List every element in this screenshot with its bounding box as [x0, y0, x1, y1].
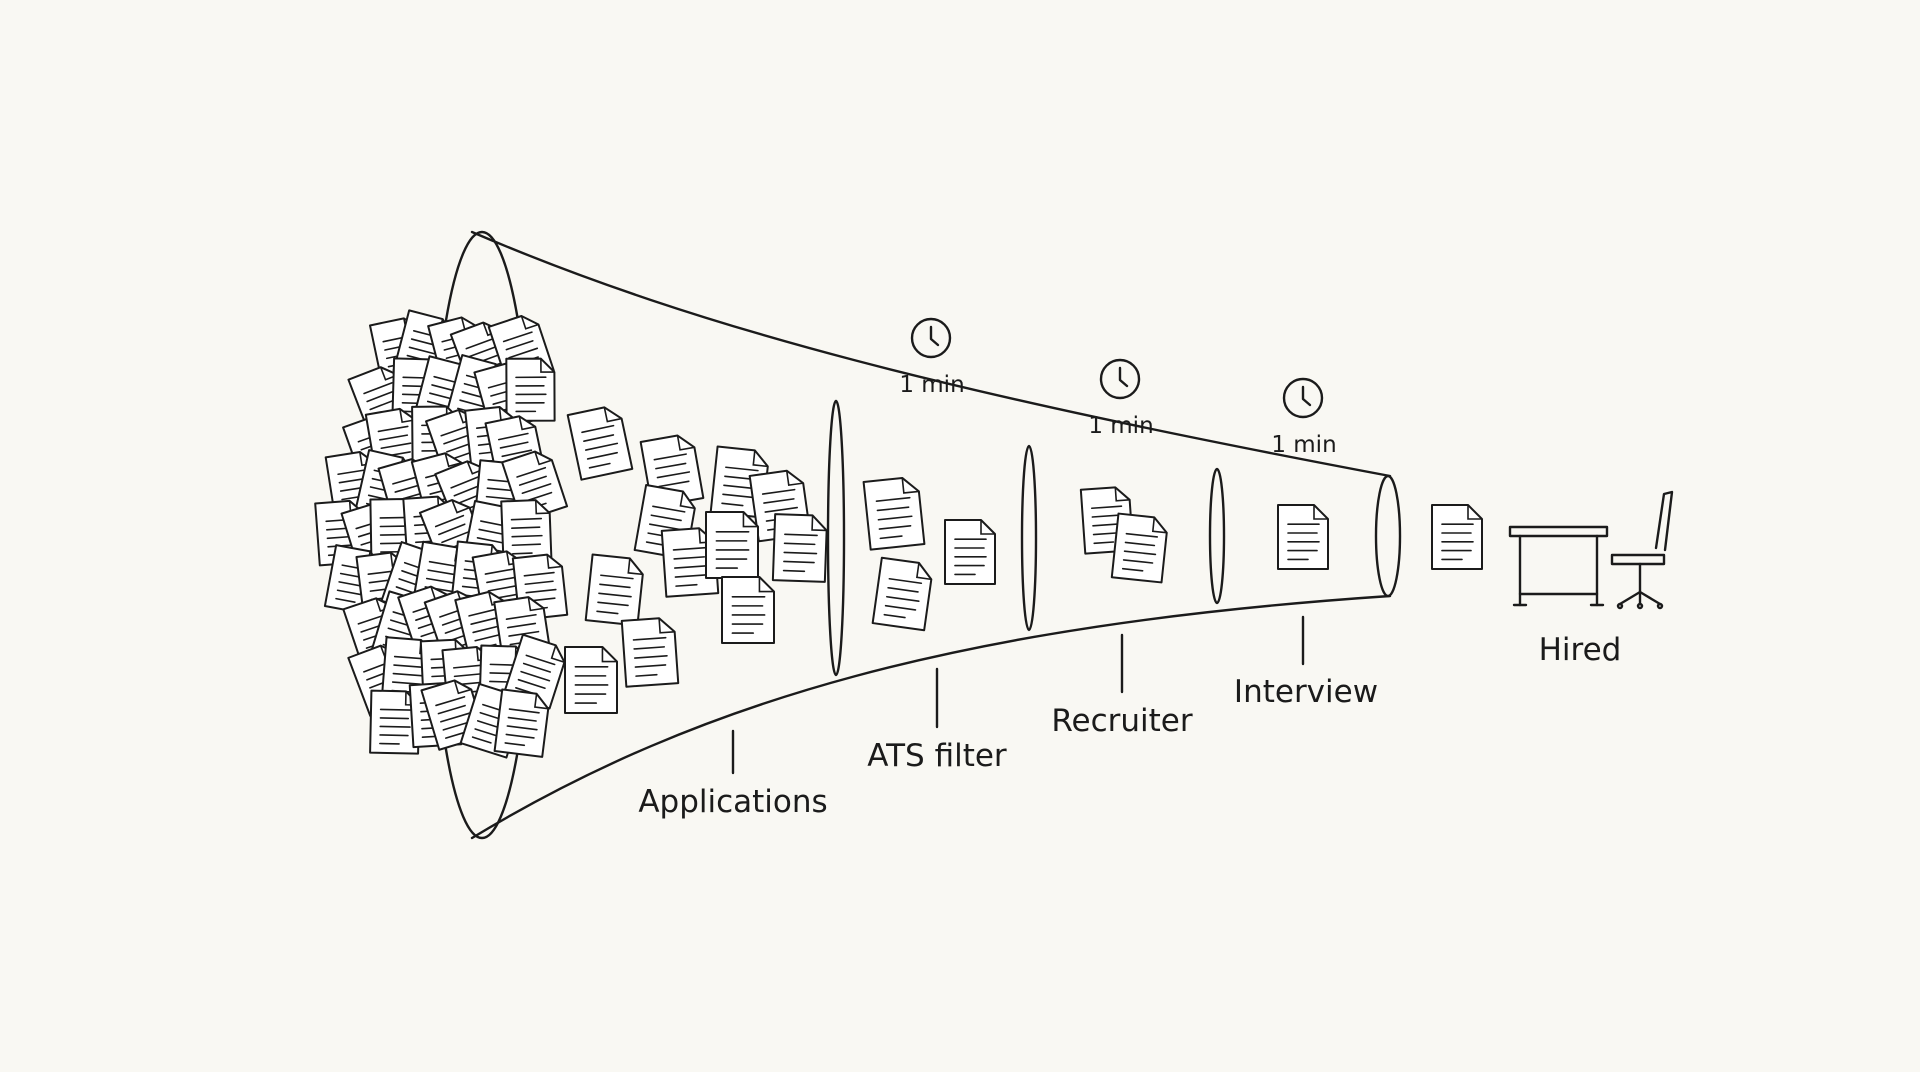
stage-documents	[564, 406, 1483, 714]
document-icon	[705, 511, 759, 579]
label-leader-lines	[731, 615, 1305, 775]
clock-icon	[1282, 377, 1324, 419]
document-pile	[314, 309, 569, 759]
ring-recruiter	[1020, 444, 1038, 632]
ats-filter-label: ATS filter	[867, 738, 1007, 774]
clock-icon	[910, 317, 952, 359]
desk-icon	[1508, 525, 1609, 607]
document-icon	[620, 617, 680, 688]
document-icon	[505, 357, 556, 422]
document-icon	[493, 688, 550, 758]
clock-icon	[1099, 358, 1141, 400]
funnel-outlet	[1374, 474, 1402, 598]
document-icon	[564, 646, 618, 714]
interview-time-label: 1 min	[1271, 432, 1336, 458]
funnel-bottom-edge	[470, 594, 1392, 840]
document-icon	[721, 576, 775, 644]
document-icon	[771, 513, 828, 583]
ring-interview	[1208, 467, 1226, 605]
document-icon	[944, 519, 996, 585]
ats-time-label: 1 min	[899, 372, 964, 398]
funnel-top-edge	[470, 230, 1392, 478]
ring-ats	[826, 399, 846, 677]
document-icon	[502, 633, 566, 710]
document-icon	[871, 556, 933, 632]
recruiter-time-label: 1 min	[1088, 413, 1153, 439]
applications-label: Applications	[638, 784, 827, 820]
interview-label: Interview	[1234, 674, 1378, 710]
document-icon	[566, 406, 634, 481]
document-icon	[1431, 504, 1483, 570]
office-chair-icon	[1610, 490, 1674, 610]
document-icon	[1277, 504, 1329, 570]
hired-label: Hired	[1539, 632, 1622, 668]
document-icon	[1110, 512, 1168, 584]
document-icon	[584, 553, 644, 627]
recruiter-label: Recruiter	[1051, 703, 1192, 739]
document-icon	[862, 476, 926, 551]
document-icon	[500, 499, 553, 565]
